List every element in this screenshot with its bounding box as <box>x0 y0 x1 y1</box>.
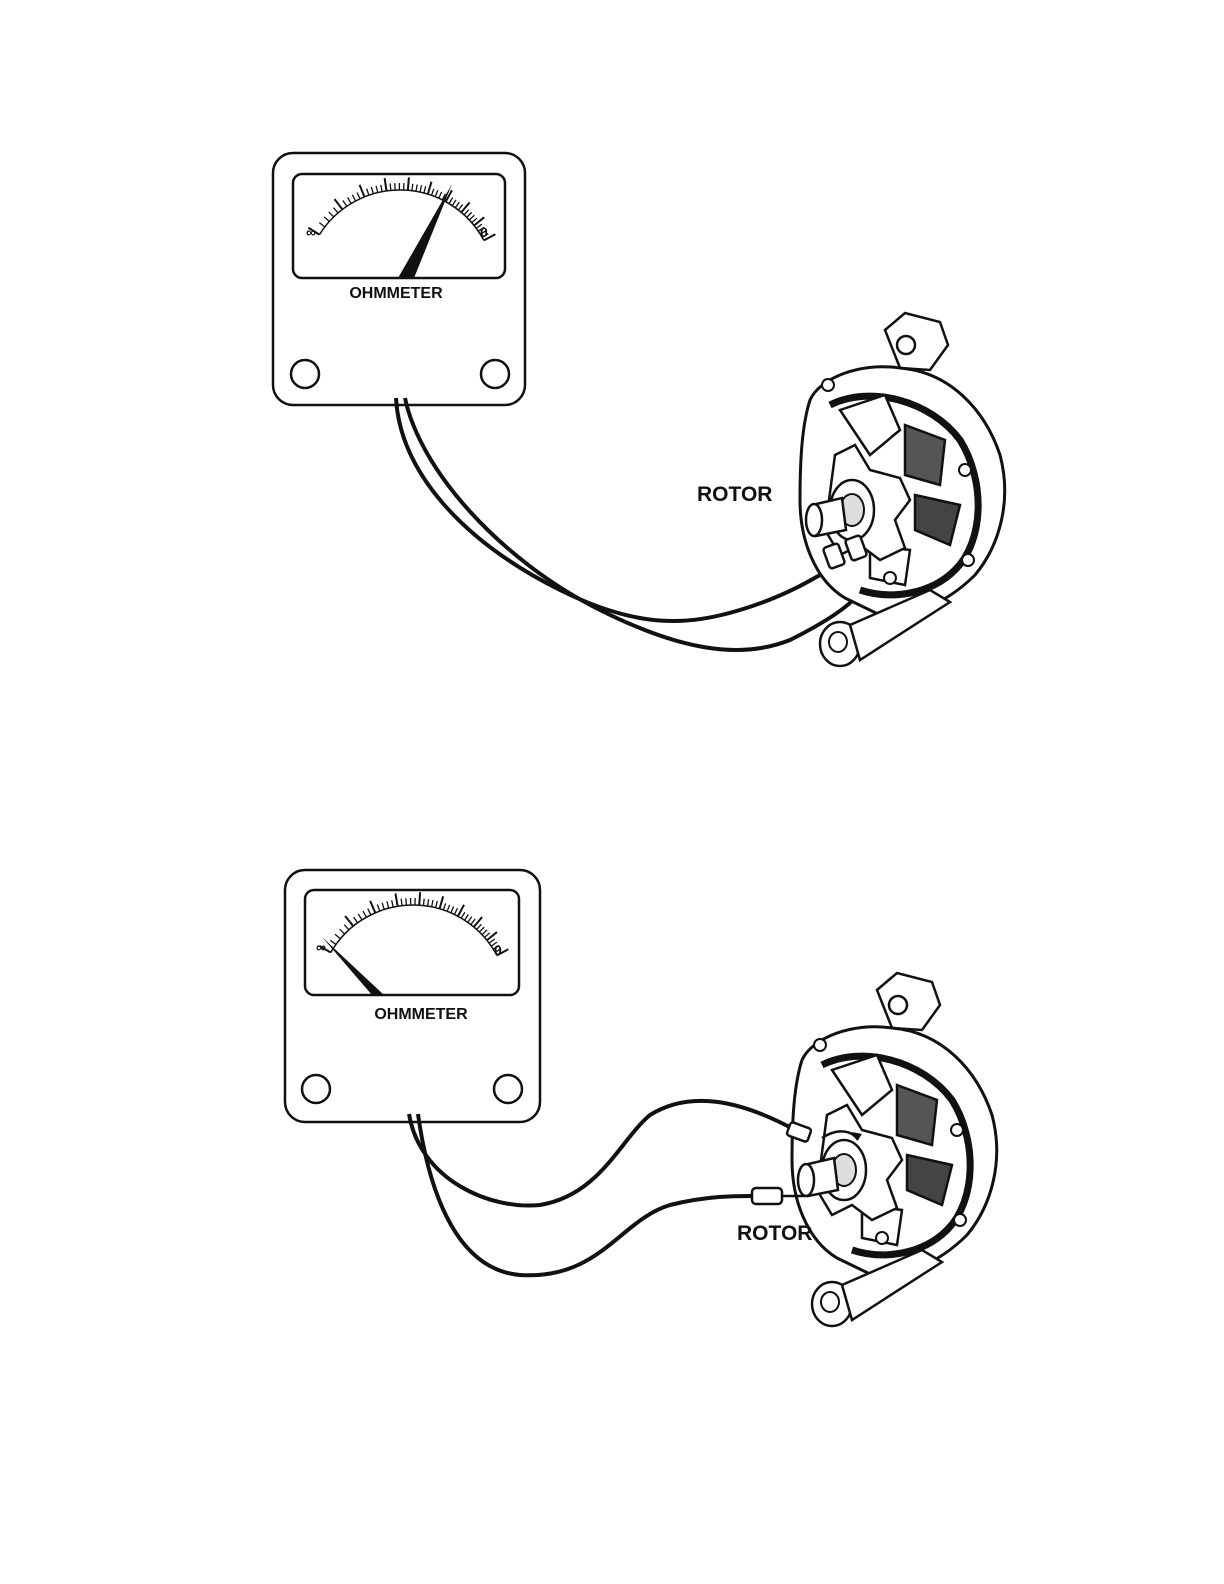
scale-tick <box>412 184 413 191</box>
meter-label: OHMMETER <box>349 285 443 302</box>
rotor-label: ROTOR <box>697 483 772 506</box>
test-leads-1 <box>396 398 858 650</box>
meter-label: OHMMETER <box>374 1006 468 1023</box>
scale-tick <box>423 899 424 906</box>
rotor-assembly-1 <box>800 313 1005 666</box>
figure-ground-test: ∞ 0 OHMMETER <box>285 870 997 1326</box>
test-leads-2 <box>409 1101 795 1275</box>
scale-tick <box>408 177 409 190</box>
scale-tick <box>419 892 420 905</box>
scale-infinity-label: ∞ <box>306 224 316 240</box>
scale-tick <box>401 899 402 906</box>
scale-tick <box>390 183 391 190</box>
meter-terminal-left <box>302 1075 330 1103</box>
ohmmeter-1: ∞ 0 OHMMETER <box>273 153 525 405</box>
meter-terminal-left <box>291 360 319 388</box>
figure-continuity-test: ∞ 0 OHMMETER <box>273 153 1005 666</box>
rotor-assembly-2 <box>792 973 997 1326</box>
meter-terminal-right <box>481 360 509 388</box>
scale-zero-label: 0 <box>480 224 488 240</box>
ohmmeter-2: ∞ 0 OHMMETER <box>285 870 540 1122</box>
probe-clip-lower <box>752 1188 782 1204</box>
meter-terminal-right <box>494 1075 522 1103</box>
scale-zero-label: 0 <box>494 942 502 958</box>
rotor-label: ROTOR <box>737 1222 812 1245</box>
scale-infinity-label: ∞ <box>316 939 326 955</box>
